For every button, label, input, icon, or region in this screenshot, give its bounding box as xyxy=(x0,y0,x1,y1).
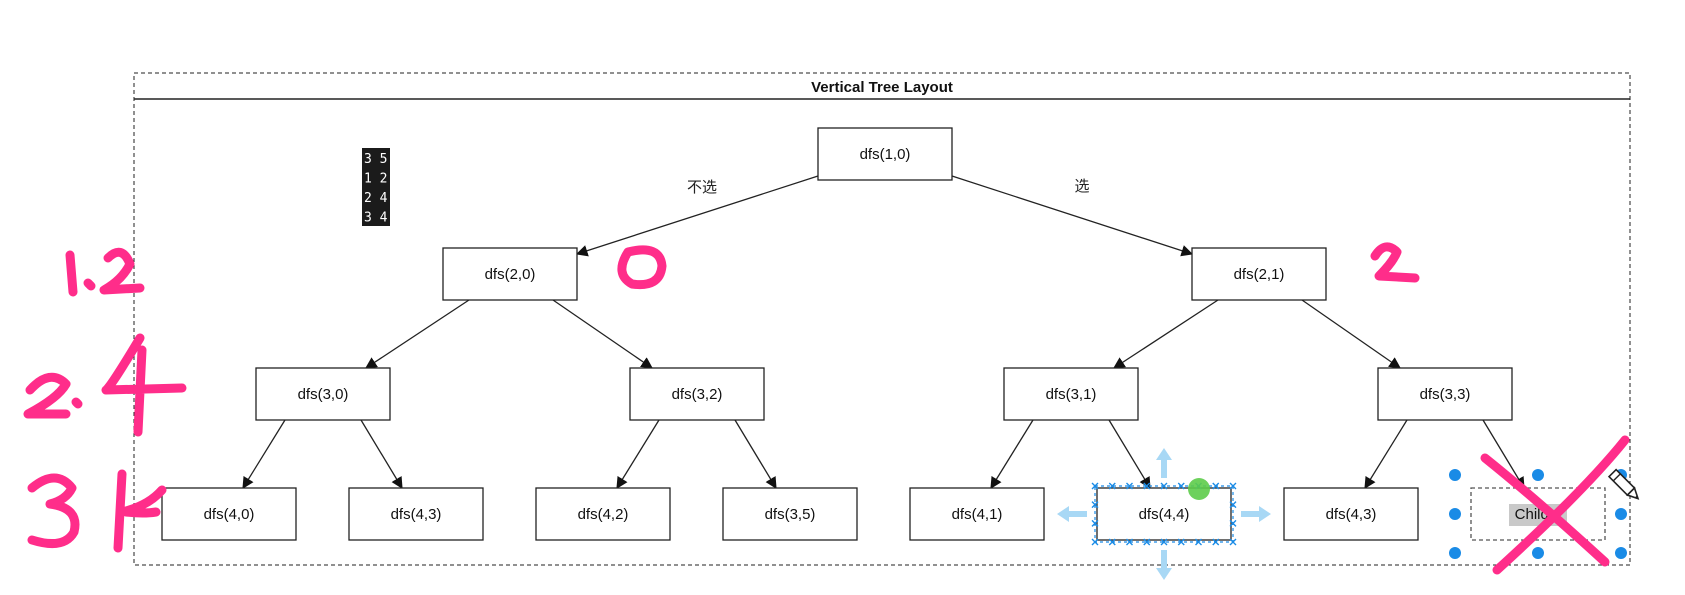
node-label: dfs(4,1) xyxy=(952,506,1003,523)
tree-edges: 不选 选 xyxy=(242,175,1525,490)
edge-n33-n43b[interactable] xyxy=(1364,419,1408,489)
tree-container[interactable]: Vertical Tree Layout xyxy=(133,72,1631,566)
node-label: dfs(4,3) xyxy=(1326,506,1377,523)
tree-node-n31[interactable]: dfs(3,1) xyxy=(1003,367,1139,421)
resize-handle[interactable] xyxy=(1449,508,1461,520)
resize-handle[interactable] xyxy=(1615,508,1627,520)
terminal-line: 2 4 xyxy=(364,191,388,206)
tree-node-n32[interactable]: dfs(3,2) xyxy=(629,367,765,421)
tree-node-n43a[interactable]: dfs(4,3) xyxy=(348,487,484,541)
resize-handle[interactable] xyxy=(1091,482,1099,490)
node-label: dfs(4,3) xyxy=(391,506,442,523)
edge-n31-n44[interactable] xyxy=(1108,419,1151,490)
arrow-left-icon[interactable] xyxy=(1057,506,1087,522)
arrow-right-icon[interactable] xyxy=(1241,506,1271,522)
terminal-line: 3 5 xyxy=(364,152,387,167)
resize-handle[interactable] xyxy=(1091,519,1099,527)
rotate-handle-icon[interactable] xyxy=(1188,478,1210,500)
node-label: dfs(4,0) xyxy=(204,506,255,523)
container-title: Vertical Tree Layout xyxy=(811,79,953,96)
edge-n20-n32[interactable] xyxy=(552,299,653,369)
resize-handle[interactable] xyxy=(1091,538,1099,546)
resize-handle[interactable] xyxy=(1532,547,1544,559)
edge-n33-child2[interactable] xyxy=(1482,419,1525,490)
resize-handle[interactable] xyxy=(1143,538,1151,546)
edge-n30-n43a[interactable] xyxy=(360,419,403,490)
tree-node-n40[interactable]: dfs(4,0) xyxy=(161,487,297,541)
ink-stroke-0 xyxy=(617,245,667,290)
node-label: dfs(2,0) xyxy=(485,266,536,283)
resize-handle[interactable] xyxy=(1449,547,1461,559)
tree-node-n44[interactable]: dfs(4,4) xyxy=(1096,487,1232,541)
tree-nodes: dfs(1,0) dfs(2,0) dfs(2,1) dfs(3,0) dfs(3,2)… xyxy=(161,127,1606,541)
ink-annotations xyxy=(23,242,1630,575)
resize-handle[interactable] xyxy=(1091,501,1099,509)
ink-stroke-1-2 xyxy=(65,247,145,297)
resize-handle[interactable] xyxy=(1615,547,1627,559)
resize-handle[interactable] xyxy=(1229,482,1237,490)
resize-handle[interactable] xyxy=(1143,482,1151,490)
resize-handle[interactable] xyxy=(1177,538,1185,546)
tree-node-n30[interactable]: dfs(3,0) xyxy=(255,367,391,421)
edge-n10-n21[interactable] xyxy=(951,175,1194,257)
tree-node-n35[interactable]: dfs(3,5) xyxy=(722,487,858,541)
node-label: dfs(4,2) xyxy=(578,506,629,523)
node-label: dfs(3,0) xyxy=(298,386,349,403)
node-label: dfs(3,5) xyxy=(765,506,816,523)
tree-node-n43b[interactable]: dfs(4,3) xyxy=(1283,487,1419,541)
node-label: dfs(3,2) xyxy=(672,386,723,403)
resize-handle[interactable] xyxy=(1108,482,1116,490)
edge-n21-n31[interactable] xyxy=(1113,299,1219,369)
resize-handle[interactable] xyxy=(1212,538,1220,546)
edge-n32-n42[interactable] xyxy=(616,419,660,489)
resize-handle[interactable] xyxy=(1449,469,1461,481)
resize-handle[interactable] xyxy=(1532,469,1544,481)
edge-n20-n30[interactable] xyxy=(365,299,470,369)
resize-handle[interactable] xyxy=(1195,538,1202,546)
resize-handle[interactable] xyxy=(1160,482,1168,490)
ink-stroke-2-right xyxy=(1370,242,1420,283)
tree-node-n41[interactable]: dfs(4,1) xyxy=(909,487,1045,541)
tree-node-n20[interactable]: dfs(2,0) xyxy=(442,247,578,301)
pencil-cursor-icon xyxy=(1607,468,1640,500)
edge-n10-n20[interactable] xyxy=(575,175,819,257)
node-label: dfs(3,3) xyxy=(1420,386,1471,403)
node-label: dfs(2,1) xyxy=(1234,266,1285,283)
resize-handle[interactable] xyxy=(1126,482,1133,490)
node-label: dfs(3,1) xyxy=(1046,386,1097,403)
resize-handle[interactable] xyxy=(1108,538,1116,546)
tree-node-n33[interactable]: dfs(3,3) xyxy=(1377,367,1513,421)
terminal-line: 3 4 xyxy=(364,211,388,226)
tree-node-n10[interactable]: dfs(1,0) xyxy=(817,127,953,181)
resize-handle[interactable] xyxy=(1229,538,1237,546)
ink-stroke-2-4 xyxy=(23,333,187,437)
arrow-down-icon[interactable] xyxy=(1156,550,1172,580)
selection-overlay xyxy=(1057,448,1627,580)
arrow-up-icon[interactable] xyxy=(1156,448,1172,478)
resize-handle[interactable] xyxy=(1229,519,1237,527)
node-label: dfs(1,0) xyxy=(860,146,911,163)
ink-cross-mark xyxy=(1480,435,1630,575)
ink-stroke-3-4 xyxy=(27,469,167,553)
edge-n31-n41[interactable] xyxy=(990,419,1034,489)
node-label: dfs(4,4) xyxy=(1139,506,1190,523)
edge-n30-n40[interactable] xyxy=(242,419,286,489)
resize-handle[interactable] xyxy=(1126,538,1133,546)
terminal-line: 1 2 xyxy=(364,172,387,187)
edge-n32-n35[interactable] xyxy=(734,419,777,490)
edge-label: 不选 xyxy=(687,178,717,196)
edge-label: 选 xyxy=(1074,177,1089,195)
resize-handle[interactable] xyxy=(1177,482,1185,490)
tree-node-n21[interactable]: dfs(2,1) xyxy=(1191,247,1327,301)
resize-handle[interactable] xyxy=(1212,482,1220,490)
tree-node-n42[interactable]: dfs(4,2) xyxy=(535,487,671,541)
resize-handle[interactable] xyxy=(1160,538,1168,546)
resize-handle[interactable] xyxy=(1229,501,1237,509)
edge-n21-n33[interactable] xyxy=(1301,299,1401,369)
terminal-snippet: 3 5 1 2 2 4 3 4 xyxy=(362,148,390,226)
